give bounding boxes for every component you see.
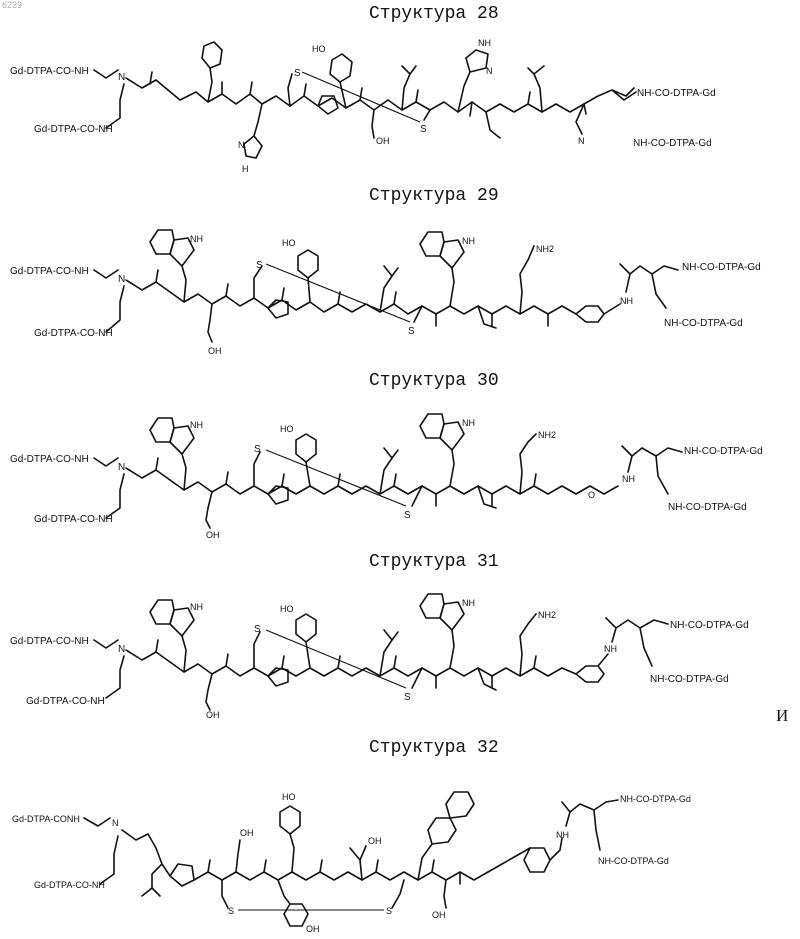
structure-29-title: Структура 29 <box>369 186 499 206</box>
s31-nh-right: NH <box>604 644 617 654</box>
structure-30-title: Структура 30 <box>369 371 499 391</box>
s29-tyr-ho: HO <box>282 238 296 248</box>
s30-trp2-nh: NH <box>462 418 475 428</box>
s29-n-left: N <box>118 274 125 285</box>
s29-s1: S <box>256 260 263 271</box>
s32-left-bottom-label: Gd-DTPA-CO-NH <box>34 880 105 890</box>
s32-asp2-oh: OH <box>432 910 446 920</box>
s29-trp1-nh: NH <box>190 234 203 244</box>
s31-tyr-ho: HO <box>280 604 294 614</box>
s28-his-h: H <box>242 164 249 174</box>
s28-right-bottom-label: NH-CO-DTPA-Gd <box>633 138 712 149</box>
s30-right-bottom-label: NH-CO-DTPA-Gd <box>668 502 747 513</box>
s32-tyr2-oh: OH <box>306 924 320 934</box>
s32-tyr1-ho: HO <box>282 792 296 802</box>
s32-s1: S <box>228 906 234 916</box>
conjunction-text: И <box>776 706 788 726</box>
s29-left-bottom-label: Gd-DTPA-CO-NH <box>34 328 113 339</box>
structure-31-diagram: Gd-DTPA-CO-NH Gd-DTPA-CO-NH NH-CO-DTPA-G… <box>0 580 770 730</box>
s32-nh-right: NH <box>556 830 569 840</box>
s28-s2: S <box>420 124 427 135</box>
s31-s1: S <box>254 624 261 635</box>
s28-s1: S <box>294 68 301 79</box>
s32-asp-oh: OH <box>240 828 254 838</box>
s30-gln-nh2: NH2 <box>538 430 556 440</box>
s30-left-top-label: Gd-DTPA-CO-NH <box>10 454 89 465</box>
s30-left-bottom-label: Gd-DTPA-CO-NH <box>34 514 113 525</box>
s31-s2: S <box>404 692 411 703</box>
s29-s2: S <box>408 326 415 337</box>
structure-32-title: Структура 32 <box>369 738 499 758</box>
structure-28-title: Структура 28 <box>369 4 499 24</box>
s30-tyr-ho: HO <box>280 424 294 434</box>
structure-32-diagram: Gd-DTPA-CONH Gd-DTPA-CO-NH NH-CO-DTPA-Gd… <box>0 764 800 939</box>
structure-29-diagram: Gd-DTPA-CO-NH Gd-DTPA-CO-NH NH-CO-DTPA-G… <box>0 214 800 364</box>
s31-right-bottom-label: NH-CO-DTPA-Gd <box>650 674 729 685</box>
s28-his-n: N <box>238 140 245 150</box>
s30-s1: S <box>254 444 261 455</box>
s29-right-top-label: NH-CO-DTPA-Gd <box>682 262 761 273</box>
s28-right-top-label: NH-CO-DTPA-Gd <box>637 88 716 99</box>
s30-trp1-nh: NH <box>190 420 203 430</box>
s30-s2: S <box>404 510 411 521</box>
s29-gln-nh2: NH2 <box>536 244 554 254</box>
s28-nh-right: N <box>578 136 585 146</box>
s31-trp2-nh: NH <box>462 598 475 608</box>
s32-n-left: N <box>112 818 119 828</box>
structure-31-title: Структура 31 <box>369 552 499 572</box>
s28-his2-n: N <box>486 66 493 76</box>
s31-right-top-label: NH-CO-DTPA-Gd <box>670 620 749 631</box>
s31-n-left: N <box>118 644 125 655</box>
structure-30-diagram: Gd-DTPA-CO-NH Gd-DTPA-CO-NH NH-CO-DTPA-G… <box>0 398 800 548</box>
s29-left-top-label: Gd-DTPA-CO-NH <box>10 266 89 277</box>
s28-asp-oh: OH <box>376 136 390 146</box>
page-id-mark: 6239 <box>2 0 22 10</box>
s30-n-left: N <box>118 462 125 473</box>
s32-right-bottom-label: NH-CO-DTPA-Gd <box>598 856 669 866</box>
s31-left-bottom-label: Gd-DTPA-CO-NH <box>26 696 105 707</box>
s30-glu-oh: OH <box>206 530 220 540</box>
s31-left-top-label: Gd-DTPA-CO-NH <box>10 636 89 647</box>
s30-nh-right: NH <box>622 474 635 484</box>
s31-glu-oh: OH <box>206 710 220 720</box>
s28-left-bottom-label: Gd-DTPA-CO-NH <box>34 124 113 135</box>
s32-right-top-label: NH-CO-DTPA-Gd <box>620 794 691 804</box>
s30-right-top-label: NH-CO-DTPA-Gd <box>684 446 763 457</box>
s30-o-linker: O <box>588 490 595 500</box>
s29-nh-right: NH <box>620 296 633 306</box>
s31-trp1-nh: NH <box>190 602 203 612</box>
s28-left-top-label: Gd-DTPA-CO-NH <box>10 66 89 77</box>
s29-glu-oh: OH <box>208 346 222 356</box>
s28-tyr-ho: HO <box>312 44 326 54</box>
s32-s2: S <box>386 906 392 916</box>
s28-n-left: N <box>118 72 125 83</box>
s32-thr-oh: OH <box>368 836 382 846</box>
structure-28-diagram: Gd-DTPA-CO-NH Gd-DTPA-CO-NH NH-CO-DTPA-G… <box>0 30 800 180</box>
s29-trp2-nh: NH <box>462 236 475 246</box>
s31-gln-nh2: NH2 <box>538 610 556 620</box>
s29-right-bottom-label: NH-CO-DTPA-Gd <box>664 318 743 329</box>
s32-left-top-label: Gd-DTPA-CONH <box>12 814 80 824</box>
s28-his2-nh: NH <box>478 38 491 48</box>
